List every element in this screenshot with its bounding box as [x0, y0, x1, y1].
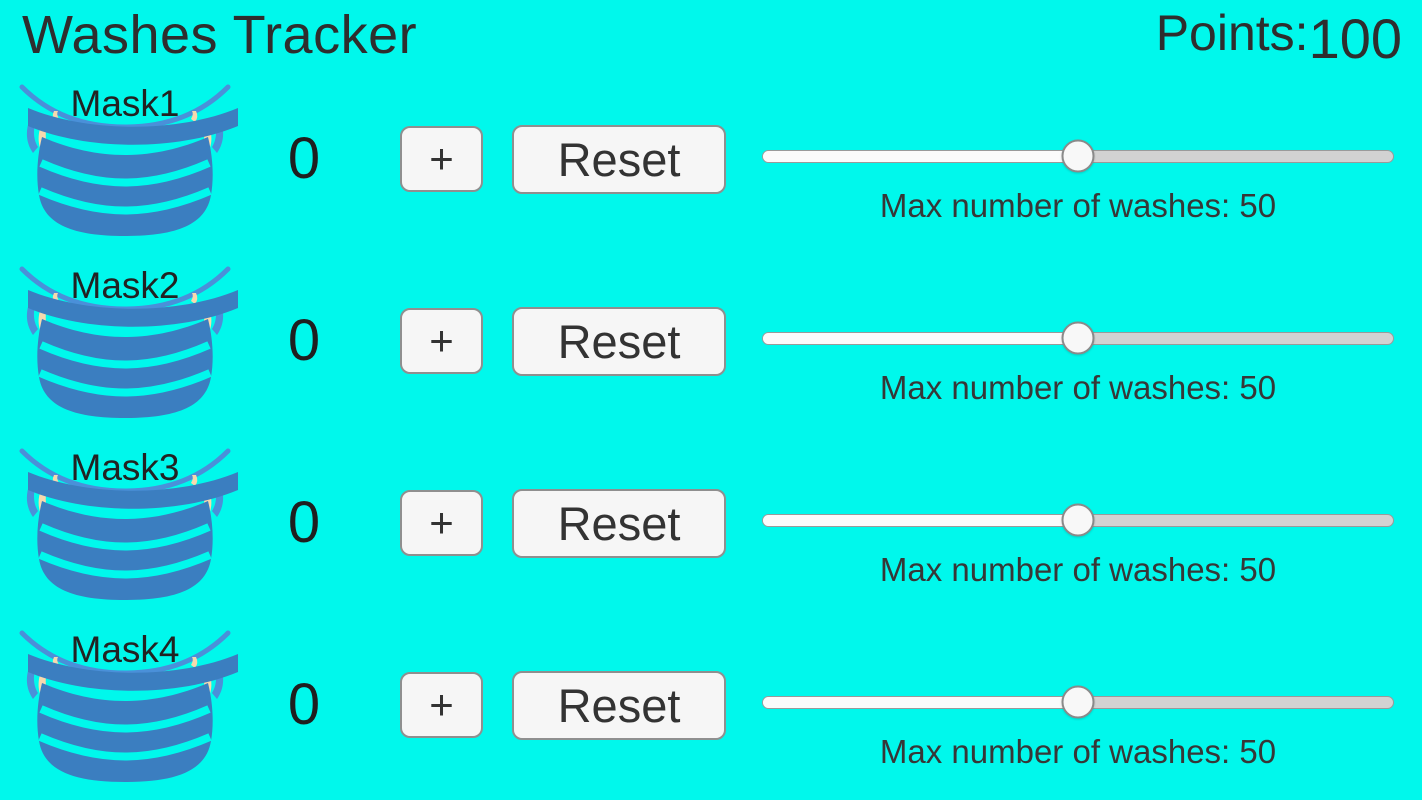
increment-wash-button[interactable]: + — [400, 126, 483, 192]
wash-count: 0 — [287, 490, 321, 555]
page-title: Washes Tracker — [22, 5, 418, 65]
strap-end-left — [26, 301, 38, 335]
points-label: Points: — [1155, 5, 1309, 61]
slider-thumb[interactable] — [1061, 503, 1095, 537]
mask-row-2: Mask2 0 + Reset Max number of washes: 50 — [0, 261, 1422, 441]
max-washes-slider[interactable] — [762, 318, 1394, 358]
strap-end-left — [26, 665, 38, 699]
points-value: 100 — [1308, 7, 1402, 70]
mask-pleat-2 — [38, 551, 212, 579]
reset-button[interactable]: Reset — [512, 307, 726, 376]
reset-button[interactable]: Reset — [512, 489, 726, 558]
mask-top-band — [28, 290, 238, 327]
wash-count: 0 — [287, 126, 321, 191]
strap-curl-right — [191, 475, 198, 486]
mask-top-band — [28, 654, 238, 691]
mask-row-3: Mask3 0 + Reset Max number of washes: 50 — [0, 443, 1422, 623]
slider-thumb[interactable] — [1061, 139, 1095, 173]
mask-pleat-1 — [39, 523, 211, 551]
mask-top-band — [28, 472, 238, 509]
face-mask-icon — [19, 266, 238, 418]
mask-label: Mask4 — [70, 629, 180, 670]
face-mask-icon — [19, 630, 238, 782]
face-mask-icon — [19, 448, 238, 600]
mask-row-4: Mask4 0 + Reset Max number of washes: 50 — [0, 625, 1422, 800]
slider-fill — [763, 151, 1078, 162]
points-display: Points: 100 — [1155, 4, 1402, 70]
reset-button[interactable]: Reset — [512, 671, 726, 740]
mask-pleat-1 — [39, 159, 211, 187]
mask-icon-4: Mask4 — [8, 627, 242, 785]
max-washes-label: Max number of washes: 50 — [879, 551, 1277, 588]
max-washes-slider[interactable] — [762, 500, 1394, 540]
mask-pleat-1 — [39, 341, 211, 369]
max-washes-slider[interactable] — [762, 136, 1394, 176]
mask-row-1: Mask1 0 + Reset Max number of washes: 50 — [0, 79, 1422, 259]
wash-count: 0 — [287, 672, 321, 737]
mask-pleat-1 — [39, 705, 211, 733]
slider-fill — [763, 333, 1078, 344]
strap-end-left — [26, 119, 38, 153]
mask-label: Mask2 — [70, 265, 180, 306]
slider-thumb[interactable] — [1061, 685, 1095, 719]
mask-pleat-2 — [38, 369, 212, 397]
strap-curl-right — [191, 657, 198, 668]
slider-fill — [763, 697, 1078, 708]
face-mask-icon — [19, 84, 238, 236]
strap-curl-right — [191, 293, 198, 304]
mask-label: Mask1 — [70, 83, 180, 124]
increment-wash-button[interactable]: + — [400, 490, 483, 556]
increment-wash-button[interactable]: + — [400, 308, 483, 374]
max-washes-label: Max number of washes: 50 — [879, 733, 1277, 770]
strap-curl-right — [191, 111, 198, 122]
mask-icon-3: Mask3 — [8, 445, 242, 603]
strap-end-left — [26, 483, 38, 517]
reset-button[interactable]: Reset — [512, 125, 726, 194]
wash-count: 0 — [287, 308, 321, 373]
mask-icon-1: Mask1 — [8, 81, 242, 239]
mask-pleat-2 — [38, 733, 212, 761]
increment-wash-button[interactable]: + — [400, 672, 483, 738]
max-washes-slider[interactable] — [762, 682, 1394, 722]
max-washes-label: Max number of washes: 50 — [879, 369, 1277, 406]
max-washes-label: Max number of washes: 50 — [879, 187, 1277, 224]
mask-icon-2: Mask2 — [8, 263, 242, 421]
slider-thumb[interactable] — [1061, 321, 1095, 355]
mask-label: Mask3 — [70, 447, 180, 488]
mask-pleat-2 — [38, 187, 212, 215]
slider-fill — [763, 515, 1078, 526]
mask-top-band — [28, 108, 238, 145]
